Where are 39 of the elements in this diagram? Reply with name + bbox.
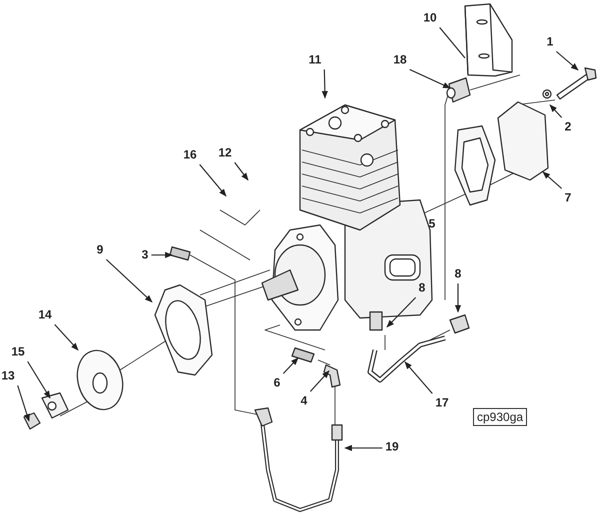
callout-number: 6	[274, 376, 280, 390]
callout-number: 9	[96, 244, 104, 256]
leader-line	[404, 361, 433, 394]
callout-number: 16	[183, 148, 197, 162]
leader-line	[199, 164, 226, 197]
callout-number: 1	[546, 36, 554, 48]
leader-line	[282, 357, 299, 374]
leader-line	[151, 252, 173, 258]
callout-number: 12	[218, 146, 232, 160]
leader-line	[542, 172, 562, 189]
callout-number: 8	[418, 282, 426, 294]
leader-line	[322, 69, 328, 99]
leader-line	[106, 259, 153, 303]
leader-line	[409, 69, 451, 88]
callout-number: 14	[38, 308, 52, 322]
callout-number: 13	[1, 370, 15, 382]
leader-line	[454, 284, 462, 313]
callout-number: 15	[11, 346, 25, 358]
leader-line	[54, 324, 79, 351]
drawing-code-label: cp930ga	[473, 408, 528, 426]
callout-number: 17	[435, 396, 449, 410]
callout-number: 11	[308, 54, 322, 66]
leader-line	[310, 370, 330, 392]
leader-line	[17, 385, 30, 422]
leader-line	[556, 51, 579, 70]
callout-number: 10	[423, 12, 437, 24]
callout-number: 4	[300, 394, 308, 408]
callout-number: 3	[142, 248, 148, 262]
callout-number: 2	[564, 120, 572, 134]
callout-number: 5	[428, 218, 436, 230]
callout-number: 8	[454, 268, 462, 280]
leader-line	[234, 162, 248, 181]
leader-line	[27, 361, 50, 399]
leader-line	[439, 27, 466, 58]
leader-line	[549, 104, 562, 118]
callout-number: 7	[564, 192, 572, 204]
callout-number: 19	[385, 440, 399, 454]
leader-line	[344, 444, 382, 452]
callout-number: 18	[393, 54, 407, 66]
